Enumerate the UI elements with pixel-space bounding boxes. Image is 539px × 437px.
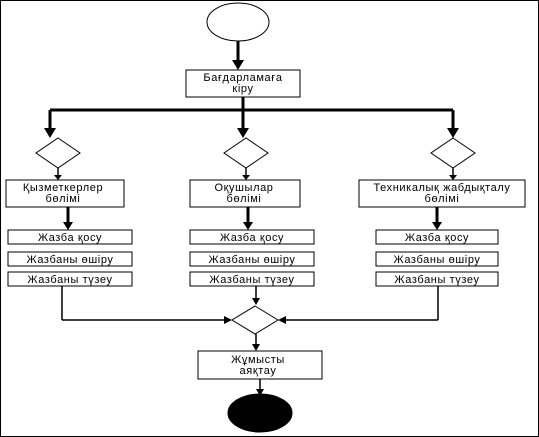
end-terminal <box>227 393 293 433</box>
enter-program-box: Бағдарламаға кіру <box>185 69 301 98</box>
finish-work-line-1: Жұмысты <box>231 354 285 366</box>
merge-diamond <box>231 305 279 335</box>
staff-delete-record-box: Жазбаны өшіру <box>7 251 133 267</box>
students-edit-record-label: Жазбаны түзеу <box>209 274 294 286</box>
staff-add-record-label: Жазба қосу <box>38 232 102 244</box>
decision-diamond-staff <box>35 137 81 169</box>
technical-delete-record-label: Жазбаны өшіру <box>393 254 480 266</box>
finish-work-box: Жұмысты аяқтау <box>197 350 323 380</box>
start-terminal <box>206 2 270 42</box>
staff-delete-record-label: Жазбаны өшіру <box>26 254 113 266</box>
decision-diamond-students <box>223 137 269 169</box>
staff-edit-record-label: Жазбаны түзеу <box>27 274 112 286</box>
technical-add-record-box: Жазба қосу <box>375 229 499 245</box>
department-staff-line-1: Қызметкерлер <box>23 182 103 194</box>
students-delete-record-label: Жазбаны өшіру <box>208 254 295 266</box>
department-technical-box: Техникалық жабдықталу бөлімі <box>358 179 526 208</box>
department-technical-line-1: Техникалық жабдықталу <box>373 182 510 194</box>
decision-diamond-technical <box>430 137 476 169</box>
department-students-line-2: бөлімі <box>227 193 262 205</box>
department-staff-box: Қызметкерлер бөлімі <box>5 179 125 208</box>
students-add-record-box: Жазба қосу <box>189 229 315 245</box>
staff-add-record-box: Жазба қосу <box>7 229 133 245</box>
enter-program-line-1: Бағдарламаға <box>203 72 282 84</box>
technical-edit-record-label: Жазбаны түзеу <box>394 274 479 286</box>
department-technical-line-2: бөлімі <box>425 193 460 205</box>
department-students-box: Оқушылар бөлімі <box>189 179 301 208</box>
students-add-record-label: Жазба қосу <box>220 232 284 244</box>
students-delete-record-box: Жазбаны өшіру <box>189 251 315 267</box>
students-edit-record-box: Жазбаны түзеу <box>189 271 315 287</box>
technical-add-record-label: Жазба қосу <box>405 232 469 244</box>
staff-edit-record-box: Жазбаны түзеу <box>7 271 133 287</box>
technical-edit-record-box: Жазбаны түзеу <box>375 271 499 287</box>
technical-delete-record-box: Жазбаны өшіру <box>375 251 499 267</box>
enter-program-line-2: кіру <box>232 83 253 95</box>
department-students-line-1: Оқушылар <box>214 182 273 194</box>
finish-work-line-2: аяқтау <box>240 365 277 377</box>
department-staff-line-2: бөлімі <box>46 193 81 205</box>
